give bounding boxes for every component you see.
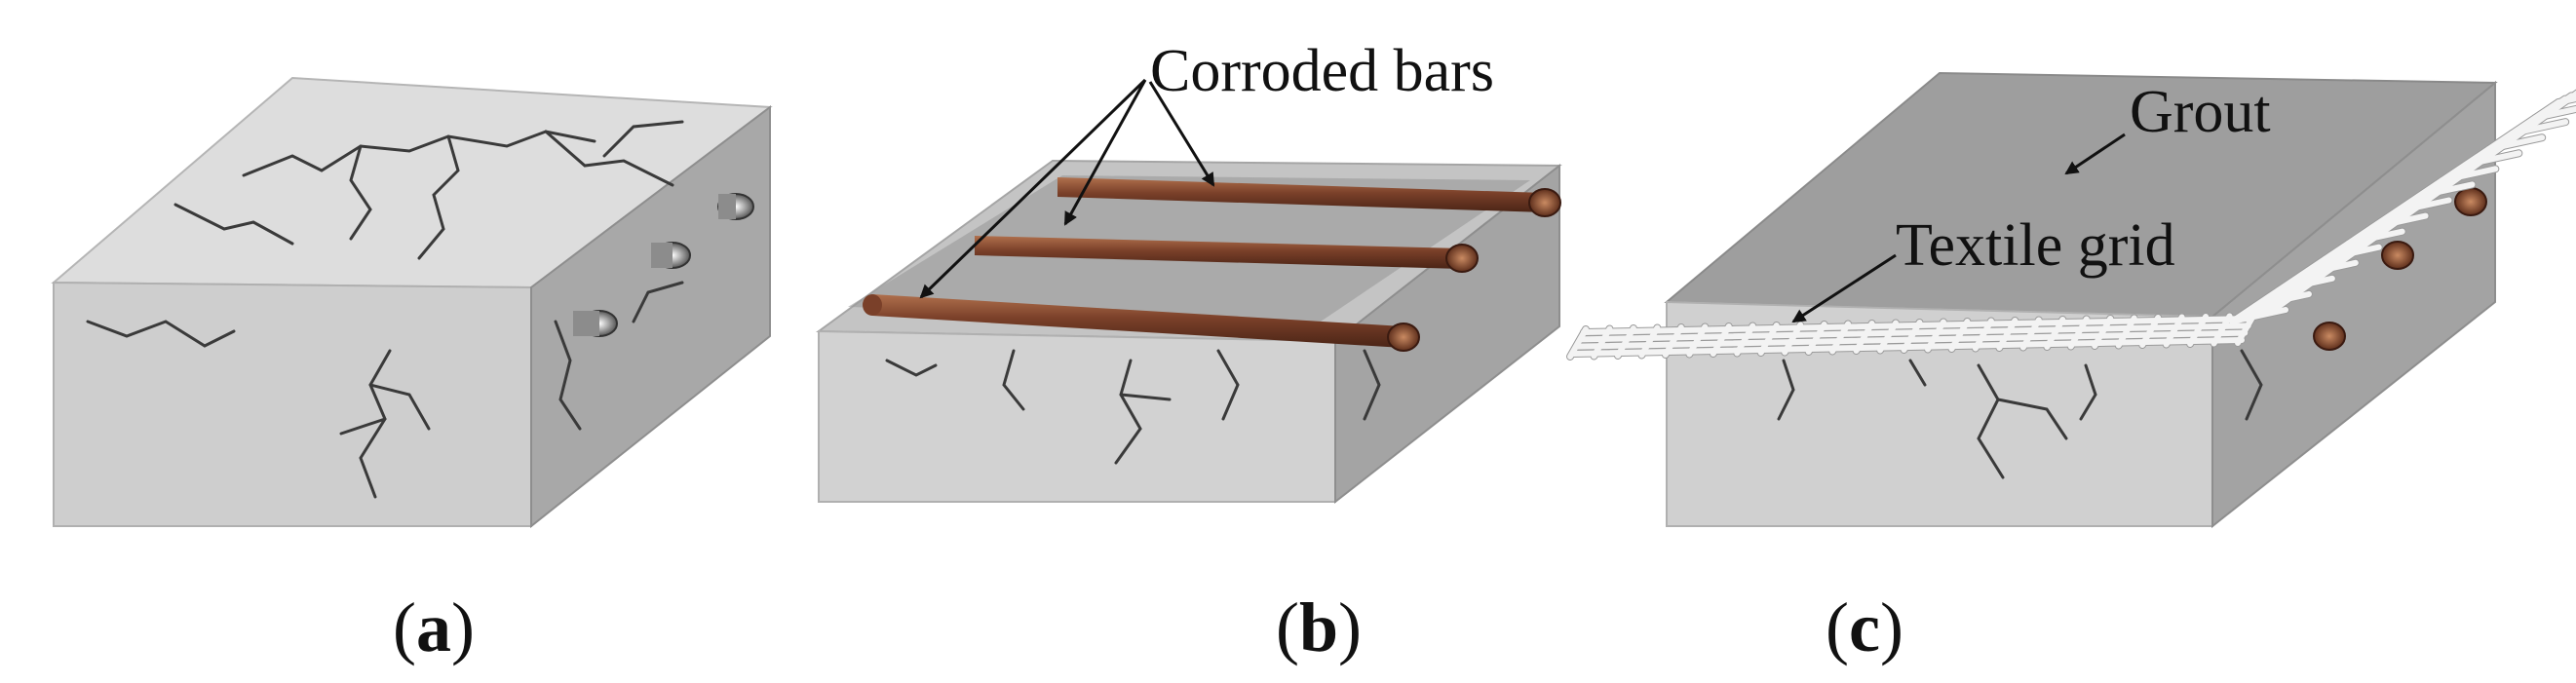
grid-thread (1829, 321, 1852, 355)
corroded-bars (863, 177, 1561, 352)
bar-end-icon (2381, 241, 2414, 270)
grid-thread (1614, 325, 1636, 359)
slab-a-front (53, 281, 532, 527)
grid-thread (1662, 324, 1684, 358)
slab-b-side (1334, 163, 1560, 505)
bar-end-icon (1387, 323, 1420, 352)
bar-start (863, 294, 882, 316)
grid-thread (2415, 181, 2476, 200)
grid-thread (2044, 317, 2066, 350)
textile-grid (1566, 89, 2576, 360)
arrow-to-grout (2064, 133, 2126, 175)
arrow-to-bar-3 (919, 78, 1147, 299)
bar-end-icon (1445, 244, 1479, 273)
corroded-bar (863, 294, 1420, 352)
grid-thread (2187, 314, 2210, 347)
slab-a-rebar-stubs (573, 193, 754, 337)
grid-thread (1924, 319, 1946, 353)
arrow-to-bar-1 (1148, 81, 1215, 187)
bar-end-icon (1528, 188, 1561, 217)
grid-thread (1686, 323, 1709, 358)
grid-thread (2556, 95, 2576, 105)
grid-thread (2462, 150, 2522, 169)
grid-thread (1877, 320, 1900, 354)
grid-thread (1996, 318, 2019, 351)
panel-label-c: (c) (1826, 588, 1903, 666)
slab-b-front (818, 329, 1336, 503)
corroded-bar (1057, 177, 1561, 217)
arrow-to-textile-grid (1791, 253, 1897, 323)
panel-label-a: (a) (393, 588, 475, 666)
grout-label: Grout (2130, 79, 2271, 145)
grid-thread (1805, 322, 1827, 355)
bar-end-icon (2313, 322, 2346, 351)
panel-c-slab: Grout Textile grid (1566, 71, 2576, 529)
grid-thread (2163, 314, 2185, 348)
slab-a-side (530, 104, 771, 529)
grid-thread (2532, 105, 2576, 122)
slab-a-cracks (86, 120, 684, 499)
grid-thread (1757, 323, 1780, 356)
grid-thread (1948, 319, 1971, 352)
grid-thread (2298, 259, 2359, 278)
bar-end-icon (2454, 187, 2487, 216)
arrow-to-bar-2 (1063, 79, 1147, 226)
textile-grid-label: Textile grid (1896, 212, 2175, 279)
slab-c-bar-ends (2313, 187, 2487, 351)
grid-thread (1782, 322, 1804, 356)
grid-thread (2439, 166, 2499, 184)
grid-thread (2092, 316, 2114, 349)
grid-thread (1591, 325, 1613, 360)
grid-thread (2115, 315, 2137, 349)
grid-thread (2368, 212, 2429, 231)
grid-thread (1972, 318, 1994, 352)
panel-c-arrows (1791, 133, 2126, 323)
grid-thread (1734, 323, 1756, 357)
grid-thread (1853, 321, 1875, 354)
grid-thread (2251, 290, 2312, 309)
panel-label-b: (b) (1276, 588, 1362, 666)
slab-c-cracks (1777, 349, 2263, 479)
grid-thread (1710, 323, 1732, 357)
panel-a-slab (51, 76, 773, 529)
grid-thread (2345, 228, 2405, 247)
grid-thread (2019, 317, 2042, 351)
grid-thread (2392, 197, 2452, 215)
grid-thread (1638, 324, 1661, 359)
grid-thread (2509, 119, 2569, 137)
grid-thread (2229, 307, 2288, 324)
grid-thread (2139, 315, 2162, 348)
panel-b-slab: Corroded bars (816, 38, 1562, 505)
rebar-stub-body (651, 243, 673, 268)
grid-thread (1567, 326, 1589, 360)
rebar-stub-body (718, 194, 736, 219)
grid-thread (2211, 313, 2233, 347)
grid-thread (2485, 134, 2546, 153)
grid-thread (1901, 320, 1923, 353)
grid-thread (2067, 316, 2090, 350)
corroded-bars-label: Corroded bars (1150, 38, 1494, 104)
corroded-bars-arrows (919, 78, 1215, 299)
corroded-bar (975, 236, 1479, 273)
slab-b-cracks (885, 349, 1381, 465)
rebar-stub-body (573, 311, 599, 336)
grid-thread (2275, 275, 2335, 293)
grid-thread (2322, 244, 2382, 262)
